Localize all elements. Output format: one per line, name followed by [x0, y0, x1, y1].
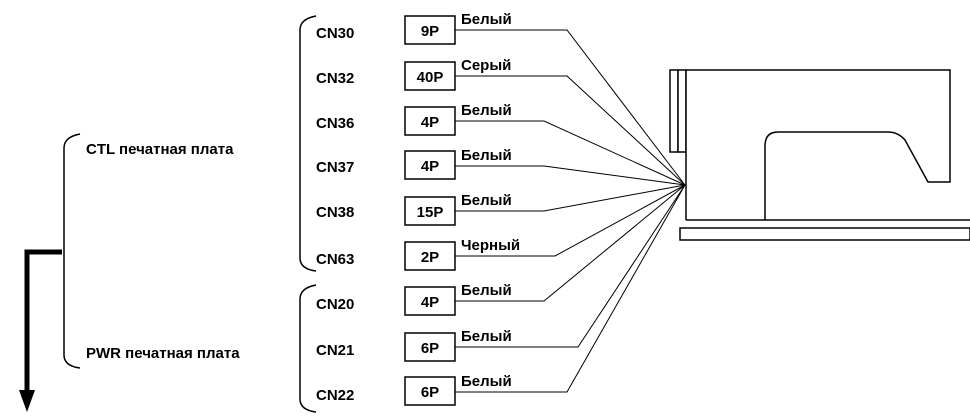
pin-box [404, 61, 456, 91]
connector-name: CN32 [316, 70, 354, 87]
pwr-bracket [299, 284, 317, 413]
pin-count: 2P [421, 249, 439, 266]
pin-count: 4P [421, 114, 439, 131]
connector-row-cn22: CN22 6P Белый [316, 184, 686, 406]
connector-row-cn37: CN37 4P Белый [316, 147, 686, 186]
connector-row-cn21: CN21 6P Белый [316, 184, 686, 362]
connector-name: CN38 [316, 204, 354, 221]
wire-line [455, 29, 686, 186]
pin-count: 4P [421, 294, 439, 311]
wire-line [455, 165, 686, 186]
wire-line [455, 184, 686, 302]
wire-line [455, 184, 686, 257]
pin-count: 40P [417, 69, 444, 86]
connector-row-cn63: CN63 2P Черный [316, 184, 686, 271]
connector-name: CN36 [316, 115, 354, 132]
pin-count: 15P [417, 204, 444, 221]
wire-color-label: Белый [461, 102, 512, 119]
connector-name: CN63 [316, 251, 354, 268]
connector-row-cn30: CN30 9P Белый [316, 11, 686, 186]
connector-name: CN20 [316, 296, 354, 313]
connector-name: CN21 [316, 342, 354, 359]
sewing-machine-illustration [669, 69, 970, 241]
wire-line [455, 184, 686, 348]
down-arrow [19, 249, 62, 412]
connector-row-cn20: CN20 4P Белый [316, 184, 686, 316]
pin-box [404, 241, 456, 271]
machine-handwheel-left [669, 69, 679, 153]
wire-color-label: Белый [461, 282, 512, 299]
pin-count: 6P [421, 340, 439, 357]
pin-box [404, 106, 456, 136]
wire-color-label: Черный [461, 237, 520, 254]
wire-color-label: Серый [461, 57, 511, 74]
ctl-bracket [299, 15, 317, 272]
connector-row-cn38: CN38 15P Белый [316, 184, 686, 226]
wire-line [455, 184, 686, 393]
wire-line [455, 184, 686, 212]
pin-count: 6P [421, 384, 439, 401]
group-label-ctl: CTL печатная плата [86, 141, 234, 158]
connector-rows: CN30 9P Белый CN32 40P Серый CN36 4P Бел… [316, 11, 686, 406]
group-label-pwr: PWR печатная плата [86, 345, 240, 362]
wire-color-label: Белый [461, 147, 512, 164]
wire-color-label: Белый [461, 192, 512, 209]
wire-line [455, 120, 686, 186]
pin-box [404, 150, 456, 180]
connector-name: CN37 [316, 159, 354, 176]
connector-row-cn32: CN32 40P Серый [316, 57, 686, 186]
connector-name: CN30 [316, 25, 354, 42]
wire-color-label: Белый [461, 373, 512, 390]
pin-box [404, 376, 456, 406]
wire-line [455, 75, 686, 186]
connector-row-cn36: CN36 4P Белый [316, 102, 686, 186]
machine-bed [679, 227, 970, 241]
machine-handwheel-right [677, 69, 687, 153]
pin-count: 4P [421, 158, 439, 175]
pin-count: 9P [421, 23, 439, 40]
wire-color-label: Белый [461, 11, 512, 28]
outer-bracket [63, 133, 81, 369]
wire-color-label: Белый [461, 328, 512, 345]
machine-arm [685, 69, 951, 220]
pin-box [404, 332, 456, 362]
connector-name: CN22 [316, 387, 354, 404]
